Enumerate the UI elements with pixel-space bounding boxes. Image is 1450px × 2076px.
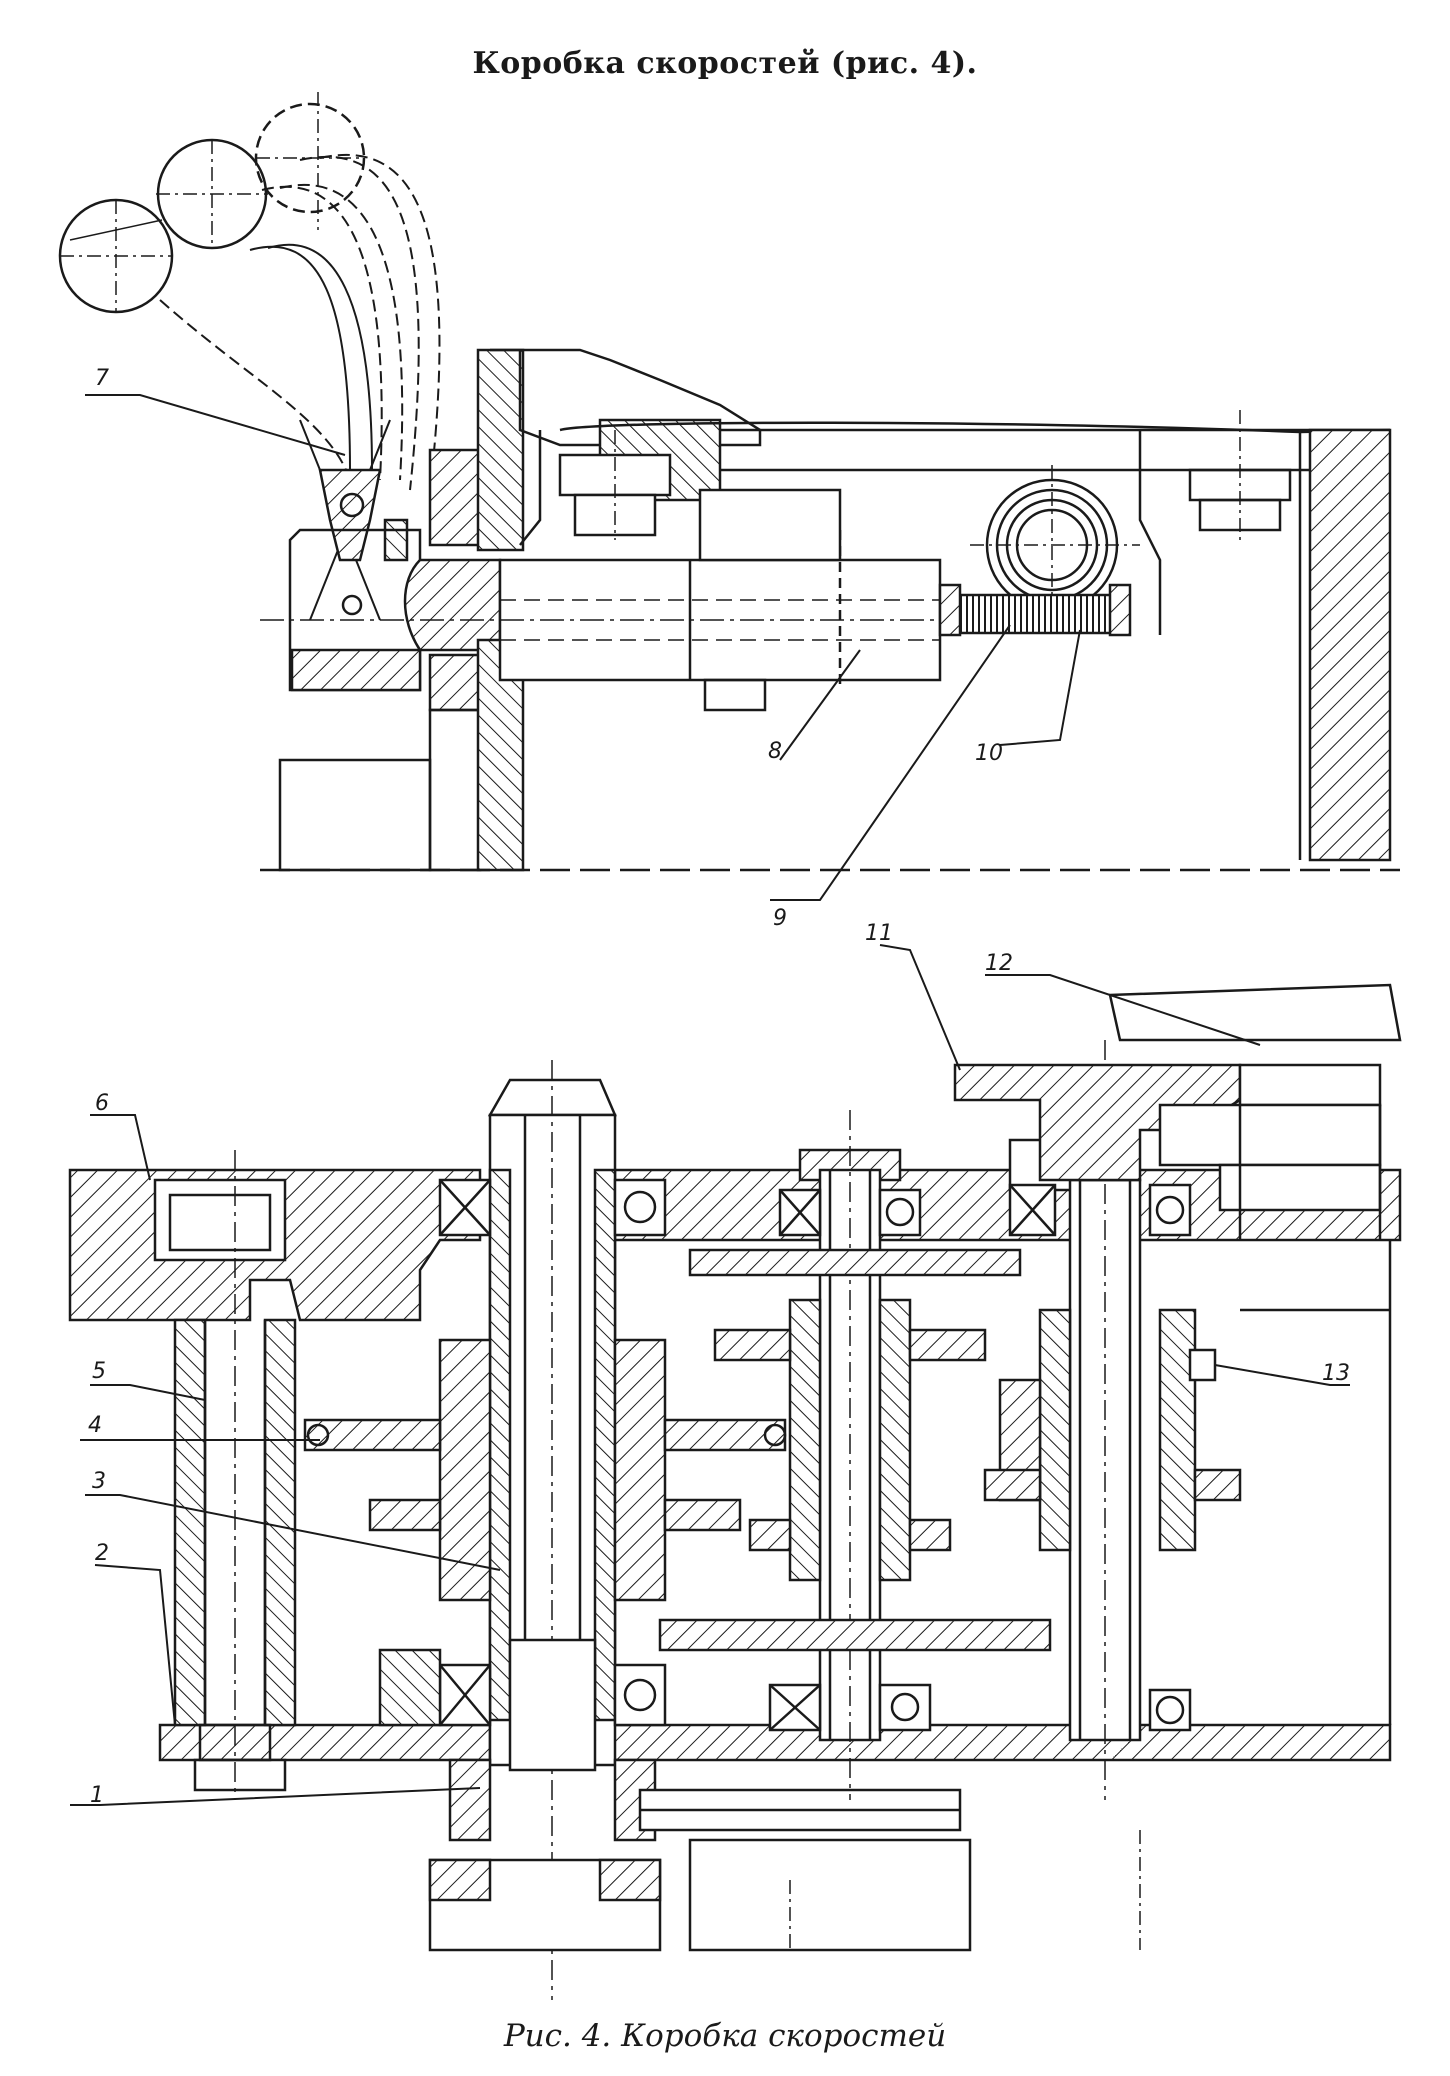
central-bearings <box>378 1178 667 1727</box>
top-bolts <box>558 410 1292 540</box>
intermediate-shaft <box>658 1110 1052 1800</box>
callout-4: 4 <box>88 1413 102 1438</box>
callout-9: 9 <box>773 906 787 931</box>
callout-6: 6 <box>95 1091 109 1116</box>
output-coupling-1 <box>428 1758 972 1952</box>
lever-ball-positions <box>58 92 366 314</box>
callout-labels: 7 8 9 10 11 12 6 5 4 3 2 1 13 <box>88 366 1350 1808</box>
callout-7: 7 <box>95 366 109 391</box>
central-gear-block <box>303 1338 787 1602</box>
top-gear-11-12 <box>953 983 1402 1240</box>
worm-gear-10 <box>938 465 1140 637</box>
callout-leaders <box>70 394 1350 1806</box>
housing-bottom-plate-2 <box>158 1723 1392 1792</box>
upper-view <box>58 92 1400 872</box>
callout-8: 8 <box>768 739 782 764</box>
lever-pivot <box>318 468 409 616</box>
lower-view <box>68 983 1402 2000</box>
callout-11: 11 <box>865 921 893 946</box>
shift-shaft-8 <box>260 488 1000 712</box>
figure-caption: Рис. 4. Коробка скоростей <box>503 2018 947 2054</box>
callout-12: 12 <box>985 951 1013 976</box>
output-shaft <box>983 1040 1242 1800</box>
callout-10: 10 <box>975 741 1003 766</box>
column-5 <box>173 1150 297 1800</box>
callout-5: 5 <box>92 1359 106 1384</box>
callout-1: 1 <box>90 1783 104 1808</box>
callout-3: 3 <box>92 1469 106 1494</box>
housing-right-wall <box>1138 428 1392 862</box>
housing-right-side <box>789 1240 1392 1950</box>
callout-2: 2 <box>95 1541 109 1566</box>
page-title: Коробка скоростей (рис. 4). <box>472 46 978 81</box>
housing-top-plate-6 <box>68 1138 1402 1322</box>
callout-13: 13 <box>1322 1361 1350 1386</box>
upper-base <box>260 758 1400 872</box>
